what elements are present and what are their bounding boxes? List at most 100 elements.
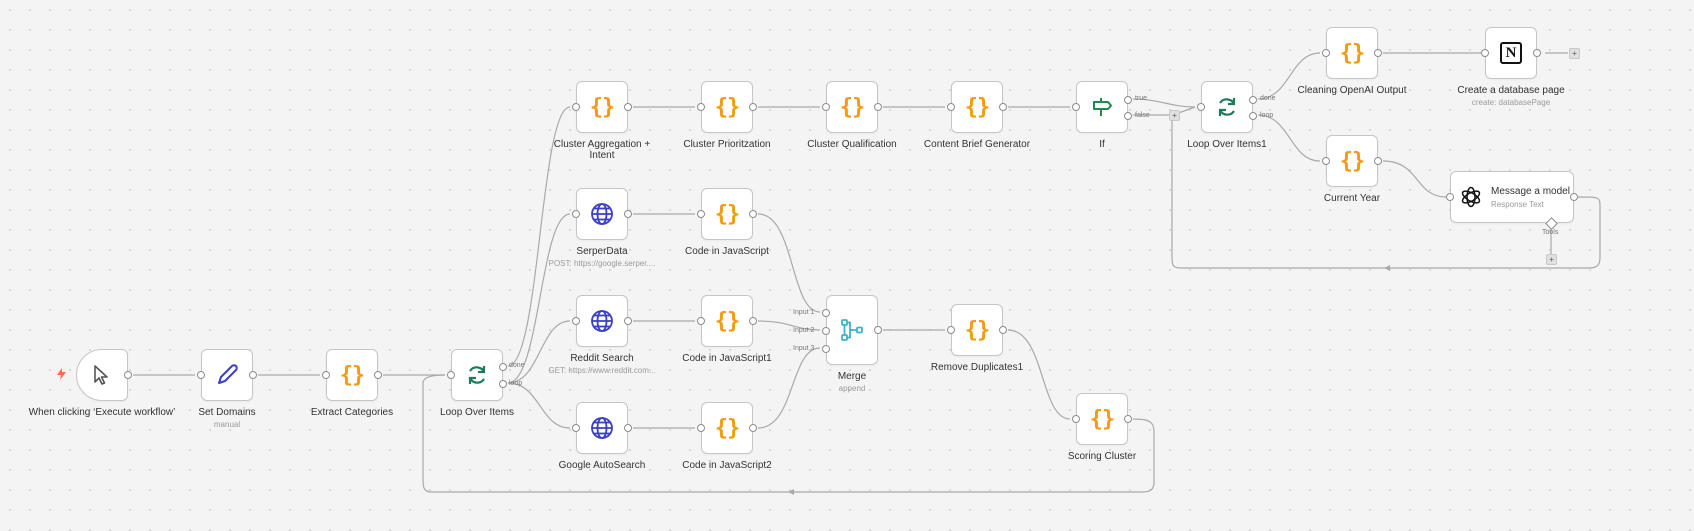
input-handle[interactable] [572,424,580,432]
node-extract-categories[interactable]: {} [322,349,382,401]
node-code-in-javascript[interactable]: {} [697,188,757,240]
code-icon: {} [1339,40,1366,66]
input-handle[interactable] [572,317,580,325]
node-label: Create a database page [1457,85,1565,96]
input-handle[interactable] [697,317,705,325]
node-set-domains[interactable] [197,349,257,401]
node-label: If [1099,139,1105,150]
node-cluster-prioritization[interactable]: {} [697,81,757,133]
node-subtitle: append [838,384,866,393]
add-node-button[interactable]: + [1569,48,1580,59]
output-handle[interactable] [1374,49,1382,57]
add-node-button[interactable]: + [1169,110,1180,121]
input-handle[interactable] [697,210,705,218]
node-loop-over-items1[interactable] [1197,81,1257,133]
output-handle-false[interactable] [1124,112,1132,120]
output-handle[interactable] [249,371,257,379]
node-remove-duplicates1[interactable]: {} [947,304,1007,356]
node-content-brief-generator[interactable]: {} [947,81,1007,133]
input-handle[interactable] [197,371,205,379]
node-cluster-aggregation[interactable]: {} [572,81,632,133]
input-handle-1[interactable] [822,309,830,317]
output-handle[interactable] [749,103,757,111]
output-handle[interactable] [624,424,632,432]
input-handle[interactable] [947,103,955,111]
port-label-true: true [1135,95,1148,102]
node-label: Loop Over Items1 [1187,139,1267,150]
output-handle[interactable] [1124,415,1132,423]
output-handle[interactable] [1570,193,1578,201]
lightning-icon [57,367,66,385]
output-handle[interactable] [624,103,632,111]
globe-icon [587,199,617,229]
output-handle[interactable] [999,326,1007,334]
output-handle[interactable] [874,326,882,334]
output-handle[interactable] [874,103,882,111]
input-handle[interactable] [947,326,955,334]
input-handle[interactable] [1322,157,1330,165]
input-handle[interactable] [572,210,580,218]
output-handle[interactable] [999,103,1007,111]
output-handle-loop[interactable] [499,380,507,388]
input-handle[interactable] [1446,193,1454,201]
output-handle[interactable] [749,424,757,432]
port-label-loop: loop [1260,112,1274,119]
output-handle[interactable] [1533,49,1541,57]
node-label: Google AutoSearch [558,460,646,471]
input-handle[interactable] [447,371,455,379]
output-handle[interactable] [374,371,382,379]
node-cluster-qualification[interactable]: {} [822,81,882,133]
node-reddit-search[interactable] [572,295,632,347]
node-scoring-cluster[interactable]: {} [1072,393,1132,445]
node-manual-trigger[interactable] [76,349,132,401]
node-code-in-javascript2[interactable]: {} [697,402,757,454]
add-tool-button[interactable]: + [1546,254,1557,265]
output-handle-done[interactable] [1249,96,1257,104]
node-label: Cluster Qualification [807,139,897,150]
node-if[interactable] [1072,81,1132,133]
loop-icon [462,360,492,390]
input-handle-3[interactable] [822,345,830,353]
output-handle-true[interactable] [1124,96,1132,104]
input-handle[interactable] [1072,103,1080,111]
output-handle[interactable] [1374,157,1382,165]
node-message-a-model[interactable]: Message a model Response Text [1446,171,1578,223]
node-loop-over-items[interactable] [447,349,507,401]
output-handle[interactable] [749,317,757,325]
code-icon: {} [839,94,866,120]
node-label: SerperData [576,246,628,257]
output-handle[interactable] [749,210,757,218]
code-icon: {} [714,201,741,227]
output-handle-done[interactable] [499,363,507,371]
output-handle-loop[interactable] [1249,112,1257,120]
input-handle[interactable] [697,424,705,432]
node-create-database-page[interactable]: N [1481,27,1541,79]
code-icon: {} [589,94,616,120]
input-handle-2[interactable] [822,327,830,335]
node-label: Cleaning OpenAI Output [1297,85,1407,96]
node-merge[interactable] [822,295,882,365]
input-handle[interactable] [822,103,830,111]
node-code-in-javascript1[interactable]: {} [697,295,757,347]
input-handle[interactable] [1322,49,1330,57]
node-label: Code in JavaScript2 [682,460,772,471]
input-handle[interactable] [1072,415,1080,423]
port-label-tools: Tools [1542,229,1559,236]
node-current-year[interactable]: {} [1322,135,1382,187]
output-handle[interactable] [124,371,132,379]
pencil-icon [212,360,242,390]
node-google-autosearch[interactable] [572,402,632,454]
input-handle[interactable] [1481,49,1489,57]
output-handle[interactable] [624,210,632,218]
port-label-input2: Input 2 [793,327,815,334]
node-cleaning-openai-output[interactable]: {} [1322,27,1382,79]
input-handle[interactable] [572,103,580,111]
edge-code-merge1 [757,213,821,313]
input-handle[interactable] [697,103,705,111]
node-label: Cluster Prioritzation [683,139,771,150]
output-handle[interactable] [624,317,632,325]
input-handle[interactable] [1197,103,1205,111]
node-serper-data[interactable] [572,188,632,240]
input-handle[interactable] [322,371,330,379]
